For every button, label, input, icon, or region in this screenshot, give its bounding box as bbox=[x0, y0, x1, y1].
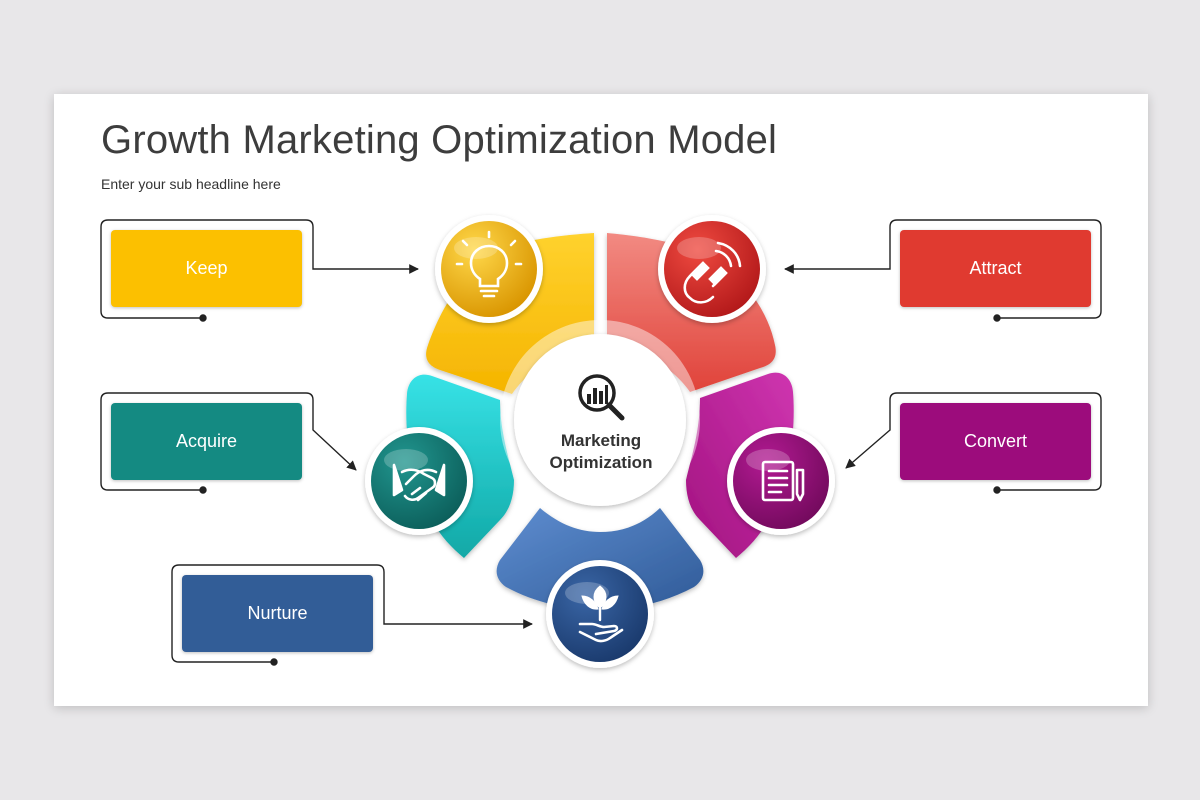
label-acquire: Acquire bbox=[111, 403, 302, 480]
connector-nurture bbox=[171, 564, 533, 666]
connector-acquire bbox=[100, 392, 357, 494]
center-label: Marketing Optimization bbox=[520, 430, 682, 474]
icon-circle-convert bbox=[727, 427, 835, 535]
connector-convert bbox=[845, 392, 1102, 494]
document-pen-icon bbox=[761, 460, 805, 502]
plant-hand-icon bbox=[578, 585, 624, 643]
connector-attract bbox=[784, 219, 1102, 322]
slide-subtitle: Enter your sub headline here bbox=[101, 176, 281, 192]
lightbulb-icon bbox=[455, 230, 523, 298]
magnet-icon bbox=[683, 241, 742, 304]
center-label-line2: Optimization bbox=[549, 453, 653, 472]
label-nurture: Nurture bbox=[182, 575, 373, 652]
analytics-magnifier-icon bbox=[578, 374, 625, 421]
icon-circle-attract bbox=[658, 215, 766, 323]
label-attract: Attract bbox=[900, 230, 1091, 307]
center-label-line1: Marketing bbox=[560, 431, 642, 450]
label-convert: Convert bbox=[900, 403, 1091, 480]
slide-title: Growth Marketing Optimization Model bbox=[101, 118, 778, 162]
label-keep: Keep bbox=[111, 230, 302, 307]
handshake-icon bbox=[392, 463, 446, 502]
connector-keep bbox=[100, 219, 419, 322]
center-hub bbox=[514, 334, 686, 506]
icon-circle-acquire bbox=[365, 427, 473, 535]
segment-nurture bbox=[496, 508, 704, 610]
